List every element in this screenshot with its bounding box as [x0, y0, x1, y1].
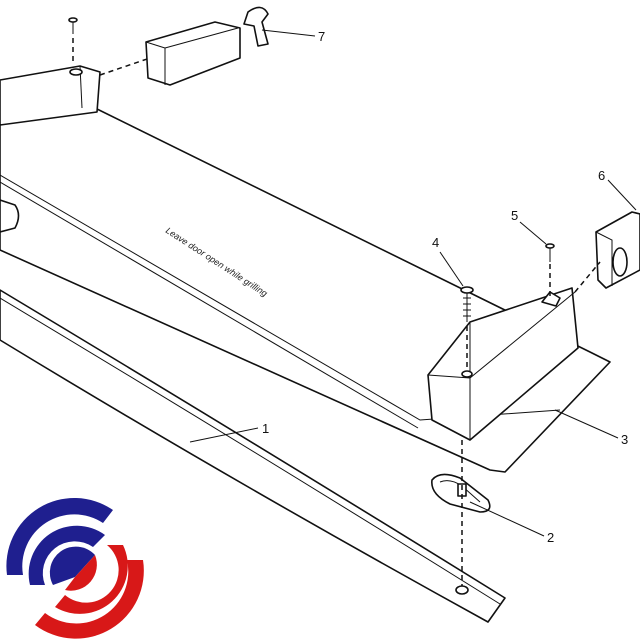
callout-4: 4 — [432, 235, 439, 250]
callout-6: 6 — [598, 168, 605, 183]
screw-part-5 — [545, 243, 555, 262]
screw-part-4 — [460, 286, 474, 322]
hinge-part-6 — [595, 211, 640, 289]
callout-1: 1 — [262, 421, 269, 436]
callout-5: 5 — [511, 208, 518, 223]
brand-logo — [6, 497, 144, 639]
callout-3: 3 — [621, 432, 628, 447]
callout-2: 2 — [547, 530, 554, 545]
callout-7: 7 — [318, 29, 325, 44]
hinge-part-7 — [145, 6, 269, 86]
callouts: 1 2 3 4 5 6 7 — [189, 29, 637, 545]
screw-top-left — [68, 17, 78, 34]
left-bracket-block — [0, 65, 101, 233]
assembly-lines — [72, 38, 601, 586]
right-bracket-block — [427, 287, 579, 441]
spacer-part-2 — [431, 473, 491, 513]
door-panel-part-3: Leave door open while grilling — [0, 107, 611, 473]
handle-part-1 — [0, 289, 506, 623]
